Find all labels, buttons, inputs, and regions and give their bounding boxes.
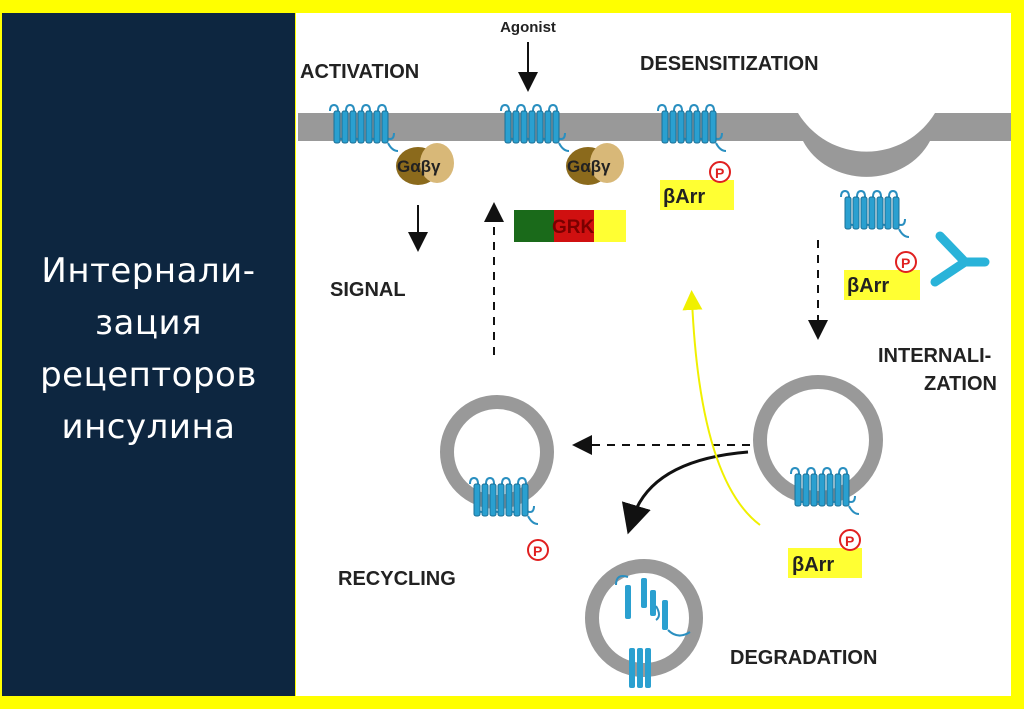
slide-title: Интернали- зация рецепторов инсулина (2, 245, 295, 453)
receptor-internalizing (840, 190, 910, 238)
phospho-label: P (715, 165, 724, 181)
degradation-arrow (621, 450, 749, 535)
label-internalization-1: INTERNALI- (878, 345, 991, 367)
barr-label: βArr (663, 186, 705, 208)
degradation-vesicle (585, 559, 703, 688)
g-protein-activation: Gαβγ (396, 143, 454, 185)
phospho-label: P (533, 543, 542, 559)
g-protein-label: Gαβγ (397, 157, 441, 176)
antibody-icon (930, 231, 990, 287)
title-line: рецепторов (40, 355, 257, 395)
g-protein-agonist: Gαβγ (566, 143, 624, 185)
receptor-internalization-diagram: Gαβγ Gαβγ GRK βArr P (296, 13, 1011, 696)
phospho-label: P (845, 533, 854, 549)
label-signal: SIGNAL (330, 279, 406, 301)
plasma-membrane (298, 113, 1011, 177)
diagram-canvas: Gαβγ Gαβγ GRK βArr P (298, 19, 1011, 688)
title-line: инсулина (61, 407, 236, 447)
title-line: Интернали- (41, 251, 256, 291)
grk-bar: GRK (514, 210, 626, 242)
title-line: зация (94, 303, 203, 343)
receptor-agonist (500, 104, 570, 152)
title-panel: Интернали- зация рецепторов инсулина (2, 13, 295, 696)
label-activation: ACTIVATION (300, 61, 419, 83)
g-protein-label: Gαβγ (567, 157, 611, 176)
receptor-desensitized (657, 104, 727, 152)
endosome-vesicle: βArr P (753, 375, 883, 578)
recycling-vesicle: P (440, 395, 554, 561)
barr-label: βArr (847, 275, 889, 297)
grk-label: GRK (552, 217, 595, 238)
phospho-label: P (901, 255, 910, 271)
barr-label: βArr (792, 554, 834, 576)
dephosphorylation-arrow (682, 290, 761, 526)
label-desensitization: DESENSITIZATION (640, 53, 819, 75)
receptor-activation (329, 104, 399, 152)
label-degradation: DEGRADATION (730, 647, 877, 669)
barrestin-desensitization: βArr P (660, 161, 734, 210)
label-internalization-2: ZATION (924, 373, 997, 395)
barrestin-internalizing: βArr P (844, 251, 920, 300)
label-agonist: Agonist (500, 19, 556, 36)
label-recycling: RECYCLING (338, 568, 456, 590)
